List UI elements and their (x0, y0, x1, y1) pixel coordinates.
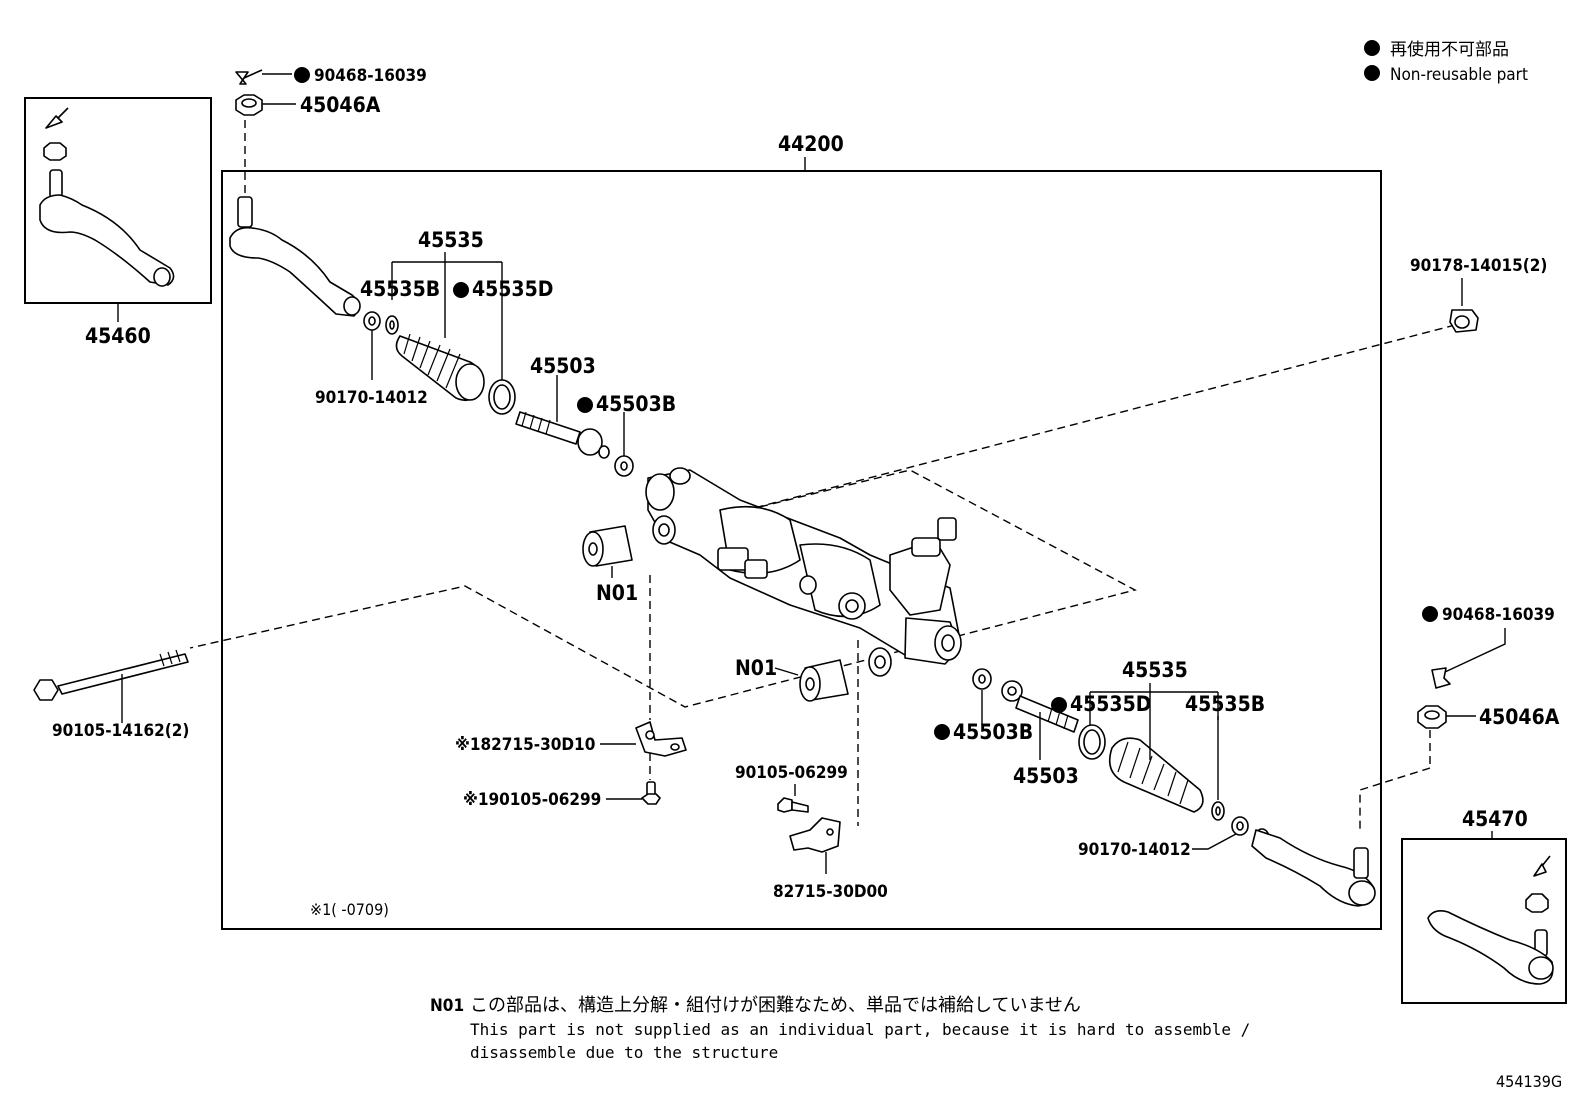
boot-left-icon (395, 333, 485, 402)
label-45460: 45460 (85, 324, 151, 348)
clip-45535b-left-icon (385, 315, 399, 335)
legend-jp: 再使用不可部品 (1390, 39, 1509, 60)
tie-rod-end-right-icon (1251, 828, 1376, 907)
label-45535b-left: 45535B (360, 277, 440, 301)
washer-45503b-left-icon (614, 455, 634, 477)
legend-en: Non-reusable part (1390, 65, 1528, 85)
bolt-90105-06299-s1-icon (641, 781, 661, 805)
label-45503b-right: 45503B (953, 720, 1033, 744)
note-code: N01 (430, 996, 464, 1016)
clamp-45535d-left-icon (488, 379, 516, 415)
nut-90170-left-icon (363, 311, 381, 331)
note-en-line1: This part is not supplied as an individu… (470, 1020, 1250, 1039)
label-90468-16039-right: 90468-16039 (1442, 605, 1555, 625)
tie-rod-right-icon (1001, 680, 1079, 733)
label-45535-right: 45535 (1122, 658, 1188, 682)
label-90105-06299-center: 90105-06299 (735, 763, 848, 783)
footnote-s1: ※1( -0709) (310, 900, 389, 919)
label-45503-left: 45503 (530, 354, 596, 378)
bushing-n01-right-icon (799, 647, 892, 702)
label-82715-30d00: 82715-30D00 (773, 882, 888, 902)
note-en-line2: disassemble due to the structure (470, 1043, 778, 1062)
bolt-90468-icon-right (1431, 667, 1451, 689)
bolt-90468-icon-left (235, 69, 263, 85)
nonreusable-dot (934, 724, 950, 740)
bolt-90105-14162-icon (33, 649, 189, 701)
label-90170-14012-left: 90170-14012 (315, 388, 428, 408)
clamp-45535d-right-icon (1078, 724, 1106, 760)
bushing-n01-left-icon (582, 515, 676, 567)
boot-right-icon (1108, 737, 1204, 813)
figure-id: 454139G (1496, 1072, 1562, 1091)
steering-rack-housing-icon (645, 467, 962, 665)
inset-tie-rod-end-rh-icon (1427, 855, 1554, 985)
label-90468-16039-top: 90468-16039 (314, 66, 427, 86)
nut-90178-icon (1449, 309, 1479, 333)
legend: 再使用不可部品 Non-reusable part (1364, 39, 1528, 85)
label-190105-06299: ※190105-06299 (463, 790, 601, 810)
label-45535-left: 45535 (418, 228, 484, 252)
legend-bullet-en (1364, 65, 1380, 81)
tie-rod-end-left-icon (229, 196, 361, 317)
nonreusable-dot (1051, 697, 1067, 713)
label-182715-30d10: ※182715-30D10 (455, 735, 595, 755)
nut-45046a-icon-right (1417, 705, 1447, 729)
label-45535d-left: 45535D (472, 277, 553, 301)
nut-90170-right-icon (1231, 816, 1249, 836)
inset-box-rh (1401, 838, 1567, 1004)
label-90178-14015: 90178-14015(2) (1410, 256, 1547, 276)
nut-45046a-icon-left (235, 94, 263, 116)
dashed-guides (189, 120, 1456, 833)
nonreusable-dot (577, 397, 593, 413)
label-45503b-left: 45503B (596, 392, 676, 416)
nonreusable-dot (294, 67, 310, 83)
label-n01-right: N01 (735, 656, 777, 680)
label-n01-left: N01 (596, 581, 638, 605)
label-90170-14012-right: 90170-14012 (1078, 840, 1191, 860)
washer-45503b-right-icon (972, 668, 992, 690)
legend-bullet-jp (1364, 40, 1380, 56)
bolt-90105-06299-center-icon (777, 797, 809, 813)
label-45535d-right: 45535D (1070, 692, 1151, 716)
inset-tie-rod-end-lh-icon (39, 107, 175, 287)
nonreusable-dot (453, 282, 469, 298)
label-45046a-top: 45046A (300, 93, 381, 117)
label-45046a-right: 45046A (1479, 705, 1560, 729)
label-45503-right: 45503 (1013, 764, 1079, 788)
nonreusable-dot (1422, 606, 1438, 622)
bracket-82715-30d00-icon (789, 817, 841, 853)
tie-rod-left-icon (515, 411, 610, 459)
assembly-frame (221, 170, 1382, 930)
clip-45535b-right-icon (1211, 801, 1225, 821)
label-90105-14162: 90105-14162(2) (52, 721, 189, 741)
label-44200: 44200 (778, 132, 844, 156)
bracket-82715-30d10-icon (635, 721, 687, 757)
label-45470: 45470 (1462, 807, 1528, 831)
note-jp: この部品は、構造上分解・組付けが困難なため、単品では補給していません (470, 995, 1081, 1016)
label-45535b-right: 45535B (1185, 692, 1265, 716)
